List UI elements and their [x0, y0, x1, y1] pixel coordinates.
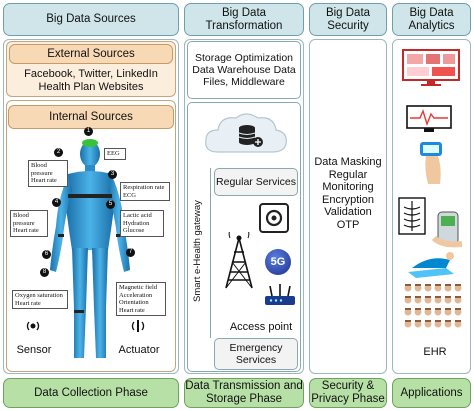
sensor-label: Sensor	[16, 344, 52, 356]
ehr-label: EHR	[423, 346, 447, 358]
footer-applications-text: Applications	[400, 386, 463, 399]
header-transformation-text: Big Data Transformation	[205, 6, 283, 32]
label-resp-ecg: Respiration rate ECG	[120, 182, 170, 201]
emergency-services-box: Emergency Services	[214, 338, 298, 370]
footer-transmission-text: Data Transmission and Storage Phase	[185, 380, 303, 405]
marker-3: 3	[108, 170, 117, 179]
footer-security-privacy: Security & Privacy Phase	[309, 378, 387, 408]
marker-1: 1	[84, 127, 93, 136]
header-analytics-text: Big Data Analytics	[408, 6, 455, 32]
marker-6: 6	[42, 250, 51, 259]
header-security-text: Big Data Security	[325, 6, 371, 32]
footer-privacy-text: Security & Privacy Phase	[311, 380, 385, 405]
regular-services-box: Regular Services	[214, 168, 298, 196]
security-items: Data Masking Regular Monitoring Encrypti…	[314, 156, 382, 231]
marker-4: 4	[52, 198, 61, 207]
patient-record-icon	[408, 252, 454, 278]
badge-5g-text: 5G	[270, 256, 286, 268]
gateway-label: Smart e-Health gateway	[192, 200, 203, 302]
dashboard-monitor-icon	[402, 49, 460, 86]
storage-text: Storage Optimization Data Warehouse Data…	[192, 52, 296, 88]
storage-box: Storage Optimization Data Warehouse Data…	[187, 41, 301, 99]
label-lactic: Lactic acid Hydration Glucose	[120, 210, 164, 237]
cell-tower-icon	[225, 232, 253, 289]
header-big-data-transformation: Big Data Transformation	[184, 3, 304, 36]
cloud-database-icon	[205, 113, 287, 153]
ehr-face-grid	[404, 284, 462, 328]
label-magnetic: Magnetic field Acceleration Orientation …	[116, 282, 166, 316]
label-oxygen: Oxygen saturation Heart rate	[12, 290, 68, 309]
footer-collection-text: Data Collection Phase	[34, 386, 148, 399]
badge-5g: 5G	[265, 249, 291, 275]
marker-7: 7	[126, 248, 135, 257]
internal-sources-title-text: Internal Sources	[49, 111, 133, 123]
access-point-label: Access point	[229, 321, 293, 333]
internal-sources-title: Internal Sources	[8, 105, 174, 129]
header-sources-text: Big Data Sources	[46, 13, 136, 25]
label-bp-hr-left: Blood pressure Heart rate	[10, 210, 48, 237]
actuator-label: Actuator	[118, 344, 160, 356]
footer-data-transmission: Data Transmission and Storage Phase	[184, 378, 304, 408]
actuator-icon	[131, 320, 145, 332]
emergency-services-text: Emergency Services	[229, 342, 283, 366]
label-bp-hr-top: Blood pressure Heart rate	[28, 160, 68, 187]
external-sources-title-text: External Sources	[47, 48, 135, 60]
sensor-icon	[26, 321, 40, 331]
regular-services-text: Regular Services	[216, 176, 296, 188]
marker-2: 2	[54, 148, 63, 157]
human-body-figure	[50, 139, 130, 358]
safe-icon	[259, 203, 289, 233]
header-big-data-security: Big Data Security	[309, 3, 387, 36]
gateway-divider	[210, 168, 211, 338]
xray-icon	[398, 197, 426, 235]
external-sources-title: External Sources	[9, 44, 173, 64]
glucose-meter-icon	[432, 211, 463, 248]
label-eeg: EEG	[104, 148, 126, 160]
header-big-data-analytics: Big Data Analytics	[392, 3, 471, 36]
external-sources-items: Facebook, Twitter, LinkedIn Health Plan …	[24, 68, 158, 93]
router-icon	[265, 284, 295, 305]
marker-8: 8	[40, 268, 49, 277]
footer-applications: Applications	[392, 378, 471, 408]
pulse-oximeter-icon	[420, 142, 442, 184]
footer-data-collection: Data Collection Phase	[3, 378, 179, 408]
header-big-data-sources: Big Data Sources	[3, 3, 179, 36]
marker-5: 5	[106, 200, 115, 209]
heart-monitor-icon	[406, 105, 452, 132]
security-column	[309, 39, 387, 374]
